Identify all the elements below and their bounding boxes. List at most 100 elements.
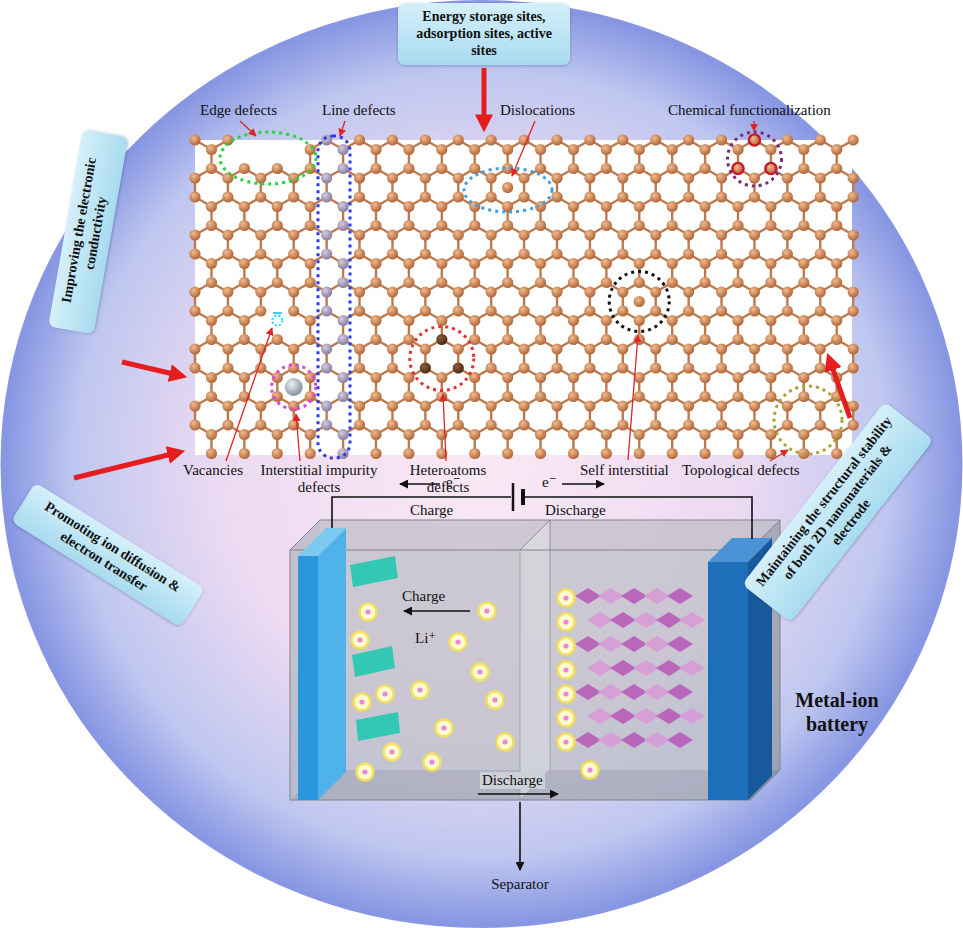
carbon-atom xyxy=(765,372,776,383)
carbon-atom xyxy=(370,277,381,288)
carbon-atom xyxy=(535,372,546,383)
vacancy-mark xyxy=(272,316,282,326)
lithium-ion xyxy=(587,767,592,772)
defect-outline xyxy=(272,365,316,409)
carbon-atom xyxy=(765,220,776,231)
battery-illustration xyxy=(708,562,748,800)
carbon-atom xyxy=(486,191,497,202)
carbon-atom xyxy=(568,334,579,345)
carbon-atom xyxy=(370,334,381,345)
defect-outline xyxy=(774,386,842,454)
carbon-atom xyxy=(765,201,776,212)
carbon-atom xyxy=(667,429,678,440)
lithium-ion xyxy=(558,710,575,727)
carbon-atom xyxy=(551,229,562,240)
defect-label: Interstitial impurity defects xyxy=(258,462,380,497)
lithium-ion xyxy=(484,608,489,613)
carbon-atom xyxy=(436,201,447,212)
carbon-atom xyxy=(782,191,793,202)
carbon-atom xyxy=(667,372,678,383)
lithium-ion xyxy=(487,692,504,709)
lithium-ion xyxy=(563,739,568,744)
carbon-atom xyxy=(699,391,710,402)
carbon-atom xyxy=(189,419,200,430)
carbon-atom xyxy=(420,419,431,430)
carbon-atom xyxy=(831,144,842,155)
carbon-atom xyxy=(699,163,710,174)
carbon-atom xyxy=(354,286,365,297)
lithium-ion xyxy=(558,662,575,679)
carbon-atom xyxy=(749,343,760,354)
lithium-ion xyxy=(563,691,568,696)
carbon-atom xyxy=(551,305,562,316)
carbon-atom xyxy=(206,334,217,345)
carbon-atom xyxy=(272,201,283,212)
carbon-atom xyxy=(601,334,612,345)
leader-arrow xyxy=(443,394,446,461)
cathode-crystal xyxy=(667,636,693,652)
carbon-atom xyxy=(518,362,529,373)
leader-arrow xyxy=(240,121,256,136)
carbon-atom xyxy=(502,372,513,383)
leader-arrow xyxy=(770,450,788,461)
carbon-atom xyxy=(502,315,513,326)
carbon-atom xyxy=(650,419,661,430)
cathode-crystal xyxy=(610,708,636,724)
carbon-atom xyxy=(848,229,859,240)
carbon-atom xyxy=(239,429,250,440)
carbon-atom xyxy=(815,305,826,316)
cathode-crystal xyxy=(575,636,601,652)
carbon-atom xyxy=(568,372,579,383)
carbon-atom xyxy=(486,286,497,297)
lithium-ion xyxy=(362,769,367,774)
carbon-atom xyxy=(848,343,859,354)
carbon-atom xyxy=(436,334,447,345)
carbon-atom xyxy=(469,391,480,402)
carbon-atom xyxy=(584,419,595,430)
lithium-ion xyxy=(417,687,422,692)
carbon-atom xyxy=(667,334,678,345)
carbon-atom xyxy=(815,229,826,240)
leader-arrow xyxy=(628,335,638,460)
carbon-atom xyxy=(387,305,398,316)
carbon-atom xyxy=(782,286,793,297)
carbon-atom xyxy=(403,429,414,440)
lithium-ion xyxy=(424,754,441,771)
defect-label: Edge defects xyxy=(200,102,277,119)
defect-outline xyxy=(728,132,782,186)
carbon-atom xyxy=(749,400,760,411)
carbon-atom xyxy=(716,362,727,373)
carbon-atom xyxy=(650,248,661,259)
carbon-atom xyxy=(206,391,217,402)
cathode-crystal xyxy=(679,612,705,628)
carbon-atom xyxy=(765,391,776,402)
battery-illustration xyxy=(290,483,780,870)
defect-label: Vacancies xyxy=(183,462,243,479)
carbon-atom xyxy=(305,201,316,212)
carbon-atom xyxy=(667,201,678,212)
battery-illustration xyxy=(562,483,604,484)
carbon-atom xyxy=(337,372,348,383)
carbon-atom xyxy=(403,163,414,174)
carbon-atom xyxy=(551,362,562,373)
carbon-atom xyxy=(387,172,398,183)
carbon-atom xyxy=(206,144,217,155)
carbon-atom xyxy=(321,362,332,373)
carbon-atom xyxy=(272,163,283,174)
lithium-ion xyxy=(352,590,599,781)
carbon-atom xyxy=(453,229,464,240)
carbon-atom xyxy=(782,248,793,259)
lithium-ion xyxy=(472,664,489,681)
carbon-atom xyxy=(634,163,645,174)
carbon-atom xyxy=(469,334,480,345)
benefit-arrow xyxy=(122,362,182,376)
defect-outline xyxy=(220,132,842,458)
carbon-atom xyxy=(831,315,842,326)
carbon-atom xyxy=(337,277,348,288)
cathode-crystal xyxy=(610,612,636,628)
carbon-atom xyxy=(486,419,497,430)
carbon-atom xyxy=(765,277,776,288)
carbon-atom xyxy=(469,448,480,459)
carbon-atom xyxy=(420,343,431,354)
carbon-atom xyxy=(255,400,266,411)
